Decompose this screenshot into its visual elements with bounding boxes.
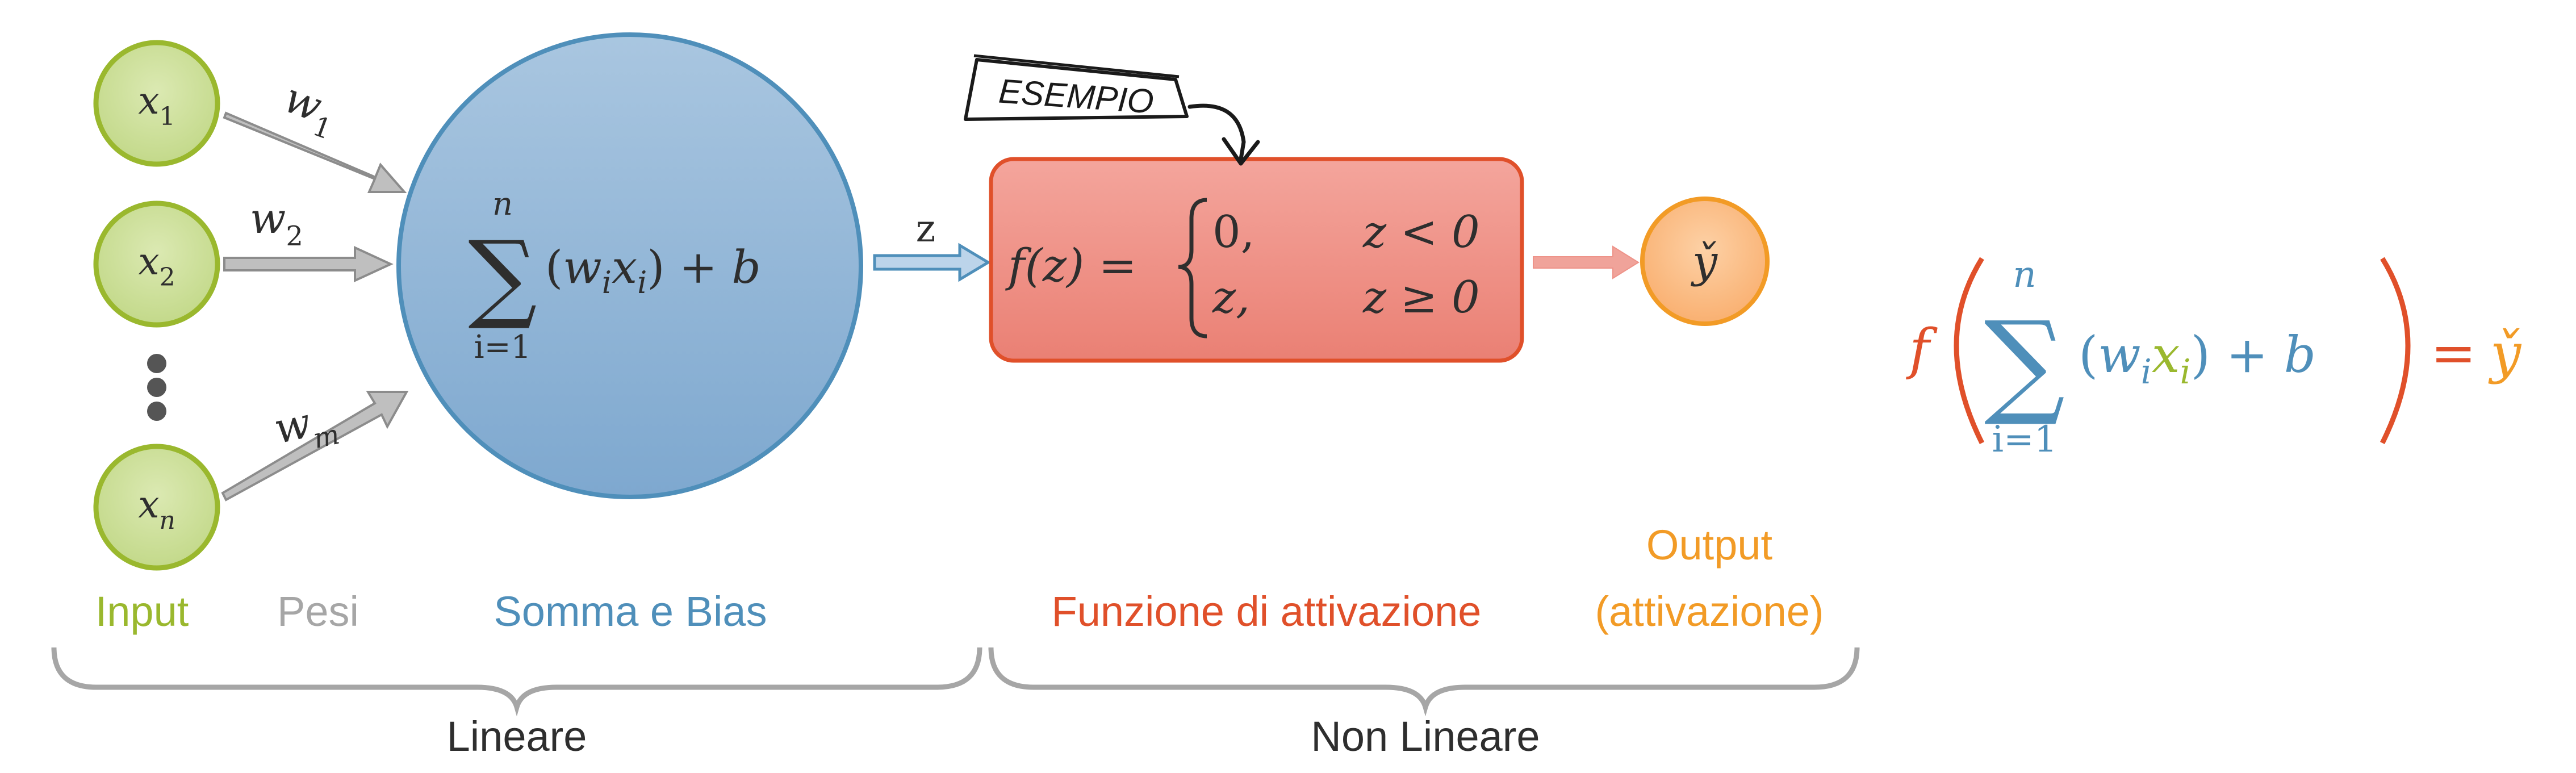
weight-arrow-2 [223, 245, 394, 283]
weight-label-w1: w1 [275, 73, 345, 146]
x1-base: x [138, 79, 159, 123]
label-funzione: Funzione di attivazione [1052, 588, 1482, 635]
sum-expression: (wixi) + b [545, 241, 761, 300]
esempio-tag: ESEMPIO [964, 54, 1260, 166]
activation-case2-cond: z ≥ 0 [1362, 272, 1480, 323]
label-somma: Somma e Bias [494, 588, 767, 635]
activation-case1-cond: z < 0 [1362, 207, 1480, 258]
input-node-x1: x1 [93, 40, 220, 167]
formula-upper: n [2013, 254, 2036, 296]
sum-upper: n [492, 186, 513, 223]
formula-right-paren [2380, 257, 2411, 445]
formula-f: f [1906, 317, 1938, 381]
sum-node: n ∑ i=1 (wixi) + b [396, 32, 863, 499]
z-arrow: z [873, 207, 991, 282]
activation-fz: f(z) = [1005, 239, 1137, 292]
brace-non-lineare [988, 647, 1860, 717]
sum-sigma: ∑ [468, 220, 537, 333]
formula-sigma: ∑ [1984, 297, 2065, 429]
formula-left-paren [1954, 257, 1985, 445]
activation-case2-value: z, [1212, 272, 1250, 323]
formula-yhat: y̌ [2488, 321, 2522, 385]
label-output-line1: Output [1646, 521, 1773, 569]
label-pesi: Pesi [277, 588, 359, 635]
input-node-xn: xn [93, 444, 220, 571]
activation-brace [1178, 198, 1207, 339]
svg-text:x1: x1 [138, 79, 175, 131]
activation-case1-value: 0, [1212, 207, 1254, 258]
weight-arrow-m [221, 391, 409, 502]
label-non-lineare: Non Lineare [1311, 713, 1540, 760]
output-node-label: y̌ [1691, 236, 1718, 287]
xn-sub: n [159, 506, 175, 535]
sum-lower: i=1 [474, 329, 531, 366]
weight-arrow-1 [223, 111, 407, 193]
label-lineare: Lineare [447, 713, 587, 760]
formula-equals: = [2431, 321, 2476, 385]
x1-sub: 1 [160, 102, 175, 131]
z-label: z [916, 207, 936, 250]
x2-sub: 2 [160, 263, 175, 292]
label-input: Input [95, 588, 189, 635]
x2-base: x [138, 240, 159, 283]
ellipsis-dots [147, 354, 166, 421]
activation-box: f(z) = 0, z < 0 z, z ≥ 0 [989, 157, 1524, 363]
svg-text:xn: xn [138, 483, 175, 535]
weight-label-w2: w2 [250, 194, 303, 252]
label-output-line2: (attivazione) [1595, 588, 1824, 635]
formula-body: (wixi) + b [2079, 325, 2316, 392]
input-node-x2: x2 [93, 200, 220, 328]
xn-base: x [138, 483, 159, 527]
summary-formula: f n ∑ i=1 (wixi) + b = y̌ [1906, 254, 2522, 461]
brace-lineare [51, 647, 982, 717]
formula-lower: i=1 [1992, 419, 2058, 461]
output-node: y̌ [1640, 197, 1770, 326]
output-arrow [1533, 245, 1640, 279]
svg-text:x2: x2 [138, 240, 175, 292]
